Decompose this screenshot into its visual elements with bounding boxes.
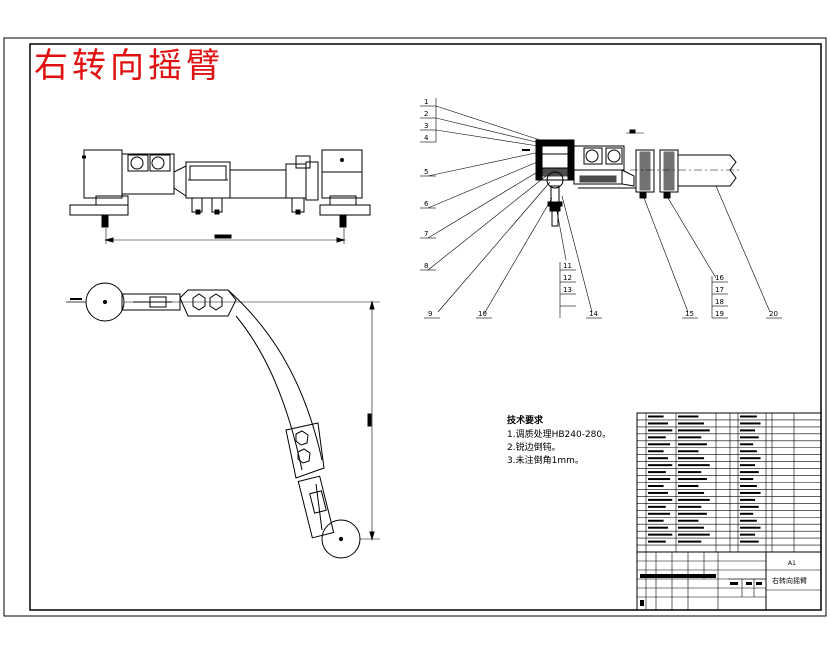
parts-list-entry [740, 533, 756, 536]
parts-list-entry [740, 519, 757, 522]
part-label: 19 [715, 310, 724, 318]
part-label: 12 [563, 274, 572, 282]
requirement-item: 3.未注倒角1mm。 [507, 456, 584, 466]
parts-list-entry [740, 540, 759, 543]
parts-list-entry [648, 464, 673, 467]
parts-list-entry [678, 540, 702, 543]
parts-list-entry [648, 450, 664, 453]
parts-list-entry [678, 533, 710, 536]
part-label: 10 [478, 310, 487, 318]
drawing-name: 右转向摇臂 [772, 576, 807, 585]
parts-list-entry [678, 422, 705, 425]
parts-list-entry [648, 443, 671, 446]
parts-list-entry [648, 436, 666, 439]
parts-list-entry [678, 415, 699, 418]
part-label: 6 [424, 200, 429, 208]
parts-list-entry [740, 464, 756, 467]
part-label: 20 [769, 310, 778, 318]
part-label: 3 [424, 122, 428, 130]
parts-list-entry [648, 478, 671, 481]
part-labels: 1 2 3 4 5 6 7 8 9 10 11 12 13 14 15 16 1… [424, 98, 778, 318]
part-label: 17 [715, 286, 724, 294]
part-label: 7 [424, 230, 428, 238]
parts-list-entry [648, 540, 666, 543]
page-title: 右转向摇臂 [34, 46, 224, 86]
parts-list-entry [740, 429, 756, 432]
parts-list-entry [678, 471, 702, 474]
parts-list-entry [678, 526, 705, 529]
requirement-item: 2.锐边倒钝。 [507, 443, 561, 453]
parts-list-entry [740, 415, 757, 418]
parts-list-entry [678, 464, 710, 467]
parts-list-entry [678, 478, 707, 481]
parts-list-entry [678, 429, 710, 432]
inner-frame [29, 43, 822, 611]
part-label: 4 [424, 134, 429, 142]
parts-list-entry [740, 422, 761, 425]
part-label: 18 [715, 298, 724, 306]
requirement-item: 1.调质处理HB240-280。 [507, 430, 612, 440]
parts-list [636, 412, 822, 611]
part-label: 14 [589, 310, 598, 318]
part-label: 11 [563, 262, 572, 270]
part-label: 1 [424, 98, 428, 106]
parts-list-entry [740, 491, 761, 494]
parts-list-entry [678, 519, 699, 522]
outer-frame [3, 37, 827, 617]
parts-list-entry [648, 498, 673, 501]
parts-list-entry [740, 498, 756, 501]
parts-list-entry [648, 457, 668, 460]
parts-list-entry [678, 512, 707, 515]
parts-list-entry [740, 478, 754, 481]
parts-list-entry [740, 526, 761, 529]
parts-list-entry [648, 491, 668, 494]
parts-list-entry [648, 533, 673, 536]
parts-list-entry [648, 429, 673, 432]
plan-view [66, 282, 380, 559]
parts-list-entry [740, 443, 754, 446]
parts-list-entry [648, 485, 664, 487]
parts-list-entry [740, 450, 757, 453]
parts-list-entry [648, 512, 671, 515]
part-label: 2 [424, 110, 428, 118]
section-view [420, 98, 782, 319]
part-label: 9 [428, 310, 432, 318]
material-code: A1 [788, 560, 796, 567]
parts-list-entry [678, 450, 699, 453]
part-label: 15 [685, 310, 694, 318]
parts-list-entry [678, 505, 702, 508]
part-label: 16 [715, 274, 724, 282]
parts-list-entry [678, 436, 702, 439]
parts-list-entry [648, 526, 668, 529]
parts-list-entry [648, 415, 664, 418]
parts-list-entry [740, 457, 761, 460]
parts-list-entry [648, 505, 666, 508]
parts-list-entry [740, 512, 754, 515]
parts-list-entry [648, 471, 666, 474]
parts-list-entry [678, 457, 705, 460]
part-label: 5 [424, 168, 428, 176]
part-label: 8 [424, 262, 428, 270]
parts-list-entry [678, 491, 705, 494]
title-block-text: A1 右转向摇臂 [772, 560, 807, 585]
parts-list-entry [678, 443, 707, 446]
parts-list-entry [678, 485, 699, 487]
part-label: 13 [563, 286, 572, 294]
parts-list-entry [740, 505, 759, 508]
parts-list-entry [740, 436, 759, 439]
parts-list-entry [648, 422, 668, 425]
parts-list-entry [678, 498, 710, 501]
parts-list-entry [740, 485, 757, 487]
requirements-heading: 技术要求 [507, 416, 544, 426]
parts-list-entry [648, 519, 664, 522]
front-view [69, 149, 371, 244]
parts-list-entry [740, 471, 759, 474]
